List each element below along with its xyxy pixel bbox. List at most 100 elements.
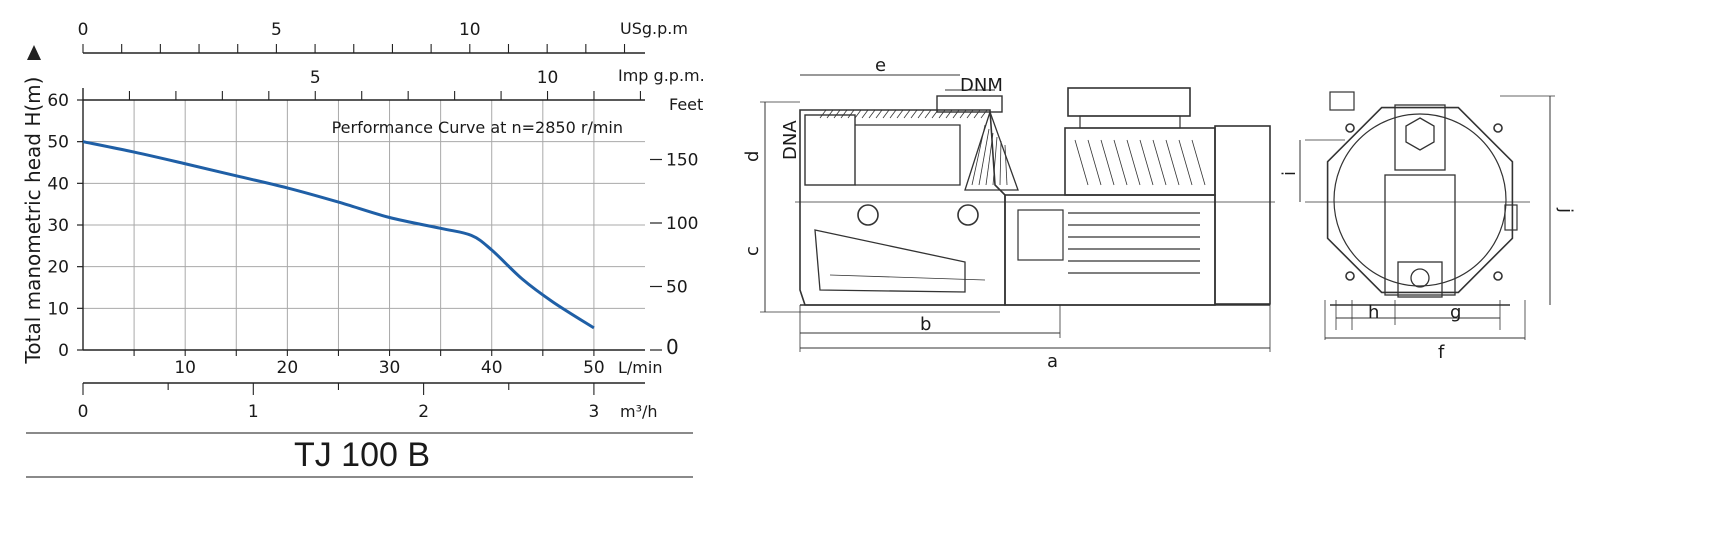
winding-line — [1126, 139, 1141, 186]
y-tick-label: 50 — [47, 133, 69, 153]
front-bolt — [1493, 271, 1503, 281]
dim-label-b: b — [920, 314, 931, 335]
front-bolt — [1345, 271, 1355, 281]
y-tick-label: 20 — [47, 258, 69, 278]
dim-label-f: f — [1438, 342, 1445, 363]
y-right-tick-label: 150 — [666, 151, 698, 171]
y-right-tick-label: 50 — [666, 278, 688, 298]
motor-housing — [1004, 194, 1216, 306]
y-right-tick-label: 100 — [666, 214, 698, 234]
hatch-line — [938, 109, 946, 119]
front-bottom-nut — [1410, 268, 1430, 288]
x-tick-label: 50 — [583, 358, 605, 378]
motor-flange — [1017, 209, 1064, 261]
impeller-cone — [964, 109, 1019, 191]
m3h-tick-label: 2 — [418, 402, 429, 422]
fan-cover — [1214, 125, 1271, 305]
m3h-tick-label: 3 — [588, 402, 599, 422]
dim-label-j: j — [1555, 207, 1576, 213]
hatch-line — [833, 109, 841, 119]
front-tab — [1329, 91, 1355, 111]
model-title: TJ 100 B — [294, 436, 430, 474]
y-tick-label: 10 — [47, 299, 69, 319]
us-tick-label: 0 — [78, 20, 89, 40]
dim-label-dna: DNA — [780, 120, 801, 160]
y-right-tick-label: 0 — [666, 335, 679, 359]
hatch-line — [952, 109, 960, 119]
dim-label-g: g — [1450, 302, 1461, 323]
x-unit-imp: Imp g.p.m. — [618, 66, 705, 85]
winding-line — [1100, 139, 1115, 186]
impeller-line — [1004, 144, 1008, 186]
dim-label-a: a — [1047, 351, 1058, 372]
outlet-flange — [936, 95, 1003, 113]
hatch-line — [903, 109, 911, 119]
y-right-unit: Feet — [669, 95, 703, 114]
winding-line — [1113, 139, 1128, 186]
hatch-line — [973, 109, 981, 119]
hatch-line — [910, 109, 918, 119]
y-tick-label: 30 — [47, 216, 69, 236]
y-tick-label: 0 — [58, 341, 69, 361]
suction-chamber — [855, 124, 961, 186]
hatch-line — [945, 109, 953, 119]
y-tick-label: 40 — [47, 174, 69, 194]
bolt-left — [857, 204, 879, 226]
hatch-line — [889, 109, 897, 119]
dim-label-h: h — [1368, 302, 1379, 323]
x-unit-lmin: L/min — [618, 358, 662, 377]
winding-line — [1178, 139, 1193, 186]
front-side-tab — [1504, 204, 1518, 231]
hatch-line — [847, 109, 855, 119]
terminal-base — [1079, 115, 1181, 129]
imp-tick-label: 5 — [310, 68, 321, 88]
hatch-line — [924, 109, 932, 119]
hatch-line — [980, 109, 988, 119]
front-inner-ring — [1333, 113, 1507, 287]
winding-line — [1191, 139, 1206, 186]
winding-line — [1087, 139, 1102, 186]
us-tick-label: 10 — [459, 20, 481, 40]
hatch-line — [875, 109, 883, 119]
impeller-line — [999, 140, 1002, 186]
dim-label-c: c — [742, 246, 763, 256]
x-tick-label: 40 — [481, 358, 503, 378]
us-tick-label: 5 — [271, 20, 282, 40]
hatch-line — [959, 109, 967, 119]
terminal-box — [1067, 87, 1191, 117]
impeller-line — [978, 128, 990, 186]
x-tick-label: 10 — [174, 358, 196, 378]
y-tick-label: 60 — [47, 91, 69, 111]
dim-label-i: i — [1279, 171, 1300, 176]
impeller-line — [985, 132, 994, 186]
dim-label-d: d — [742, 151, 763, 162]
performance-annotation: Performance Curve at n=2850 r/min — [332, 118, 623, 137]
hatch-line — [868, 109, 876, 119]
front-bottom-block — [1397, 261, 1443, 298]
dim-label-e: e — [875, 55, 886, 76]
winding-line — [1165, 139, 1180, 186]
front-hex-nut — [1405, 117, 1435, 151]
front-centre-block — [1384, 174, 1456, 296]
hatch-line — [882, 109, 890, 119]
hatch-line — [861, 109, 869, 119]
hatch-line — [854, 109, 862, 119]
front-bolt — [1493, 123, 1503, 133]
m3h-tick-label: 0 — [78, 402, 89, 422]
winding-line — [1152, 139, 1167, 186]
hatch-line — [966, 109, 974, 119]
dim-label-dnm: DNM — [960, 75, 1003, 96]
imp-tick-label: 10 — [537, 68, 559, 88]
front-body — [1326, 106, 1514, 294]
front-bolt — [1345, 123, 1355, 133]
hatch-line — [840, 109, 848, 119]
hatch-line — [917, 109, 925, 119]
foot-detail — [829, 274, 986, 281]
pump-foot — [814, 229, 966, 293]
m3h-tick-label: 1 — [248, 402, 259, 422]
hatch-line — [819, 109, 827, 119]
winding-line — [1139, 139, 1154, 186]
